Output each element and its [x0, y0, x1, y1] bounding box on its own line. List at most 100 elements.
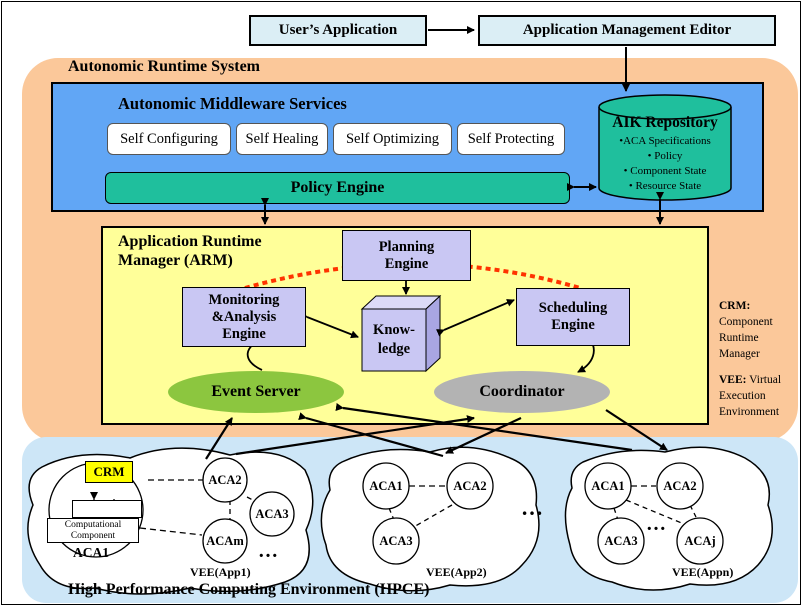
legend-crm-line: Manager: [719, 348, 760, 360]
legend-vee-line: Virtual: [746, 374, 782, 386]
vee-app1-label: VEE(App1): [190, 565, 251, 579]
arrow-cloud1-to-eventserver: [205, 417, 233, 460]
c2-aca2-circle: [446, 462, 494, 510]
knowledge-cube: [360, 294, 442, 373]
legend-vee-line: Execution: [719, 390, 766, 402]
aik-repository-title: AIK Repository: [612, 114, 718, 131]
legend-vee: VEE: Virtual Execution Environment: [719, 372, 803, 420]
aca2-circle: [202, 457, 248, 503]
aca3-circle: [249, 491, 295, 537]
c3-aca3-circle: [597, 517, 645, 565]
arrow-monitoring-knowledge: [299, 310, 359, 339]
service-self-healing: Self Healing: [236, 123, 328, 155]
c3-aca2-circle: [656, 462, 704, 510]
cycle-arrow-left: [244, 262, 581, 290]
autonomic-middleware-services-title: Autonomic Middleware Services: [118, 94, 347, 113]
aik-item: •ACA Specifications: [619, 135, 711, 147]
planning-line: Planning: [378, 238, 435, 255]
c3-ellipsis: …: [646, 513, 666, 535]
planning-line: Engine: [384, 255, 429, 272]
arrow-knowledge-scheduling: [435, 299, 515, 337]
service-label: Self Protecting: [467, 130, 555, 147]
c3-aca2-label: ACA2: [663, 478, 697, 493]
event-server-label: Event Server: [211, 383, 301, 400]
legend-crm-key: CRM:: [719, 300, 751, 312]
crm-stub: [72, 500, 142, 518]
monitoring-line: &Analysis: [211, 308, 277, 325]
c1-ellipsis: …: [258, 540, 278, 562]
aca1-label: ACA1: [73, 545, 109, 560]
legend-crm-line: Runtime: [719, 332, 759, 344]
application-management-editor-box: Application Management Editor: [478, 15, 776, 46]
c2-aca3-label: ACA3: [379, 533, 413, 548]
legend-vee-line: Environment: [719, 406, 780, 418]
monitoring-line: Engine: [222, 325, 266, 342]
autonomic-runtime-system-title: Autonomic Runtime System: [68, 58, 260, 75]
crm-label: CRM: [93, 464, 125, 479]
knowledge-line: ledge: [377, 341, 411, 357]
coordinator-label: Coordinator: [479, 383, 565, 400]
aik-item: • Policy: [647, 150, 683, 162]
application-management-editor-label: Application Management Editor: [522, 22, 732, 38]
link-c3-aca2-acaj: [689, 504, 697, 518]
crm-box: CRM: [85, 461, 133, 483]
between-clouds-ellipsis: …: [521, 495, 543, 520]
acam-circle: [202, 518, 248, 564]
arrow-coordinator-to-cloud1: [235, 415, 475, 456]
computational-line: Computational: [64, 519, 122, 530]
event-server-ellipse: [168, 371, 344, 413]
legend-vee-key: VEE:: [719, 374, 747, 386]
link-c3-aca1-acaj: [625, 499, 685, 525]
arrow-coordinator-to-cloudn: [605, 409, 668, 451]
service-label: Self Optimizing: [345, 130, 440, 147]
c3-aca3-label: ACA3: [604, 533, 638, 548]
service-label: Self Configuring: [120, 130, 218, 147]
c3-aca1-label: ACA1: [591, 478, 625, 493]
aik-item: • Component State: [623, 165, 707, 177]
scheduling-line: Scheduling: [538, 300, 608, 316]
arm-title-line: Manager (ARM): [118, 252, 233, 269]
service-self-optimizing: Self Optimizing: [333, 123, 452, 155]
c1-acam-label: ACAm: [206, 533, 244, 548]
c1-aca2-label: ACA2: [208, 472, 242, 487]
link-c2-aca2-aca3: [411, 504, 453, 529]
monitoring-line: Monitoring: [208, 291, 280, 308]
legend-crm-line: Component: [719, 316, 773, 328]
vee-app2-label: VEE(App2): [426, 565, 487, 579]
aik-item: • Resource State: [628, 180, 702, 192]
users-application-label: User’s Application: [278, 22, 398, 38]
service-self-protecting: Self Protecting: [457, 123, 565, 155]
hpce-title: High Performance Computing Environment (…: [68, 581, 430, 598]
legend-crm: CRM: Component Runtime Manager: [719, 298, 799, 362]
c3-acaj-label: ACAj: [684, 533, 716, 548]
link-aca1-acam: [139, 527, 203, 536]
aik-repository-cylinder: [598, 94, 732, 201]
c2-aca1-circle: [362, 462, 410, 510]
c3-acaj-circle: [676, 517, 724, 565]
service-self-configuring: Self Configuring: [107, 123, 231, 155]
arrow-cloudn-to-eventserver: [335, 403, 633, 452]
arm-title-line: Application Runtime: [118, 233, 262, 250]
users-application-box: User’s Application: [249, 15, 427, 46]
c3-aca1-circle: [584, 462, 632, 510]
aik-repository-items: •ACA Specifications • Policy • Component…: [600, 134, 730, 194]
knowledge-label: Know-ledge: [362, 309, 426, 371]
policy-engine-box: Policy Engine: [105, 172, 570, 204]
vee-appn-label: VEE(Appn): [672, 565, 734, 579]
arrow-coordinator-to-cloud2: [445, 417, 522, 454]
c2-aca3-circle: [372, 517, 420, 565]
computational-line: Component: [70, 530, 116, 541]
service-label: Self Healing: [245, 130, 319, 147]
c2-aca2-label: ACA2: [453, 478, 487, 493]
scheduling-line: Engine: [551, 317, 595, 333]
policy-engine-label: Policy Engine: [290, 179, 385, 196]
link-aca2-aca3: [246, 496, 263, 506]
c1-aca3-label: ACA3: [255, 506, 289, 521]
arm-title: Application Runtime Manager (ARM): [118, 232, 262, 270]
